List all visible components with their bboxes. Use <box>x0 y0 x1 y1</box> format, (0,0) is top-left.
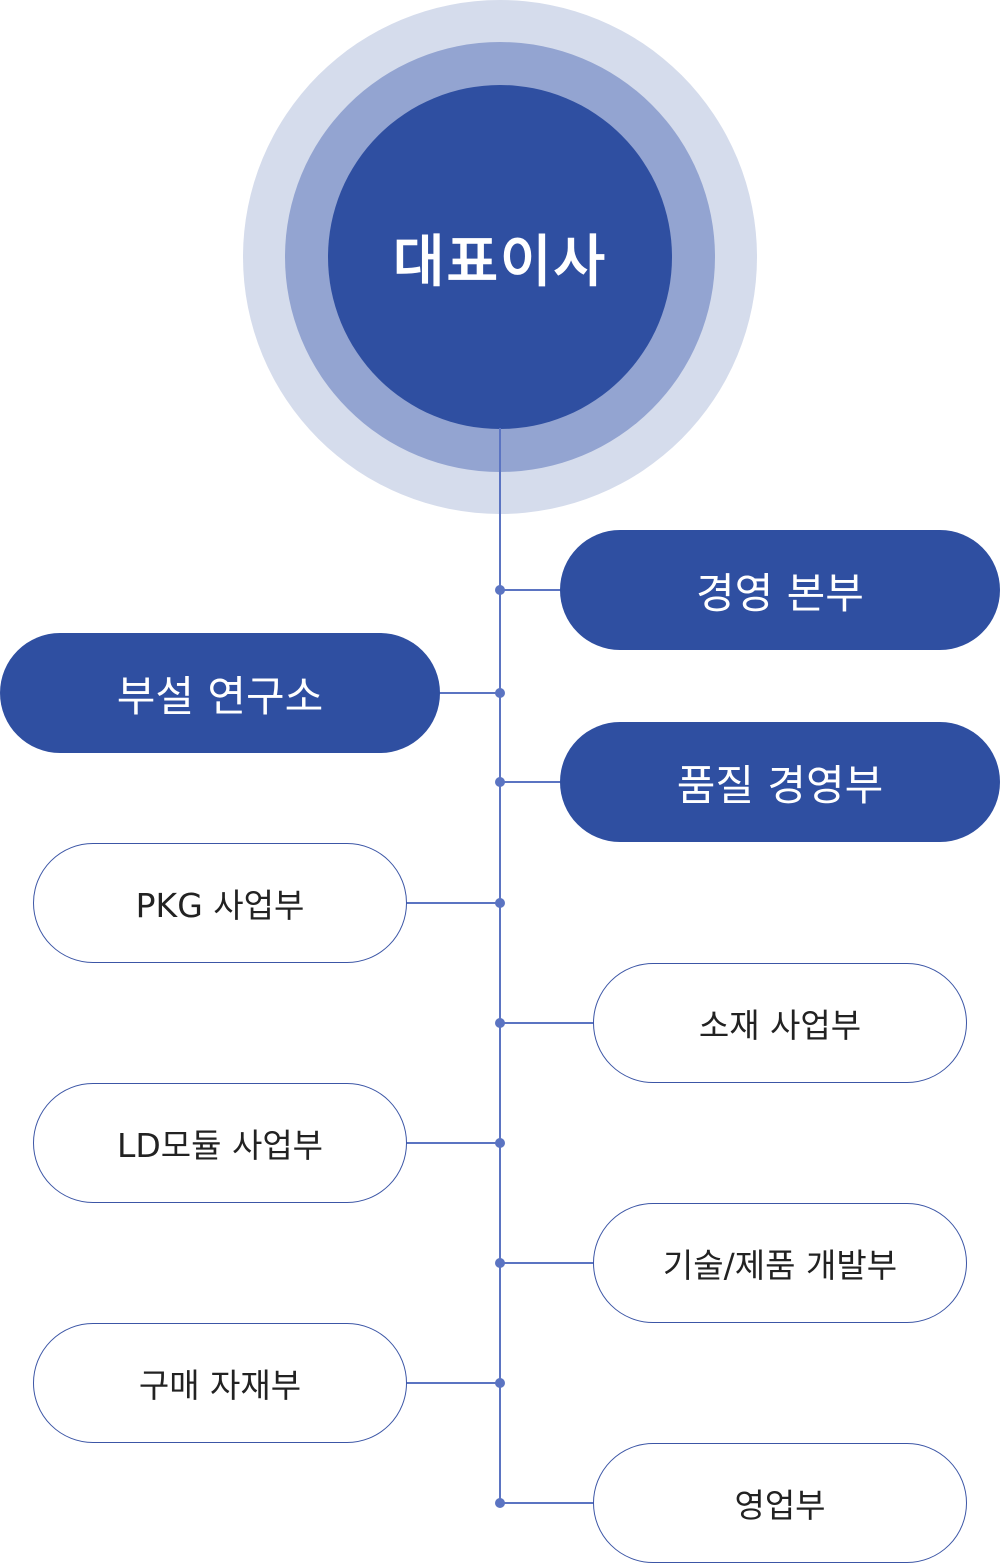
junction-dot <box>495 898 505 908</box>
node-sales: 영업부 <box>593 1443 967 1563</box>
node-quality-management-label: 품질 경영부 <box>676 760 884 810</box>
node-management-hq-label: 경영 본부 <box>696 568 864 618</box>
node-sales-label: 영업부 <box>734 1486 826 1525</box>
ceo-node: 대표이사 <box>328 85 672 429</box>
node-purchasing-materials-label: 구매 자재부 <box>138 1366 302 1405</box>
node-ld-module-business: LD모듈 사업부 <box>33 1083 407 1203</box>
junction-dot <box>495 688 505 698</box>
node-research-lab-label: 부설 연구소 <box>116 671 324 721</box>
junction-dot <box>495 1258 505 1268</box>
junction-dot <box>495 1138 505 1148</box>
node-materials-business-label: 소재 사업부 <box>698 1006 862 1045</box>
node-pkg-business-label: PKG 사업부 <box>135 886 305 925</box>
node-purchasing-materials: 구매 자재부 <box>33 1323 407 1443</box>
ceo-label: 대표이사 <box>392 229 608 295</box>
junction-dot <box>495 777 505 787</box>
junction-dot <box>495 1018 505 1028</box>
node-materials-business: 소재 사업부 <box>593 963 967 1083</box>
node-ld-module-business-label: LD모듈 사업부 <box>116 1126 324 1165</box>
node-tech-product-dev: 기술/제품 개발부 <box>593 1203 967 1323</box>
node-tech-product-dev-label: 기술/제품 개발부 <box>662 1246 898 1285</box>
node-quality-management: 품질 경영부 <box>560 722 1000 842</box>
junction-dot <box>495 1378 505 1388</box>
junction-dot <box>495 1498 505 1508</box>
junction-dot <box>495 585 505 595</box>
node-pkg-business: PKG 사업부 <box>33 843 407 963</box>
node-management-hq: 경영 본부 <box>560 530 1000 650</box>
node-research-lab: 부설 연구소 <box>0 633 440 753</box>
